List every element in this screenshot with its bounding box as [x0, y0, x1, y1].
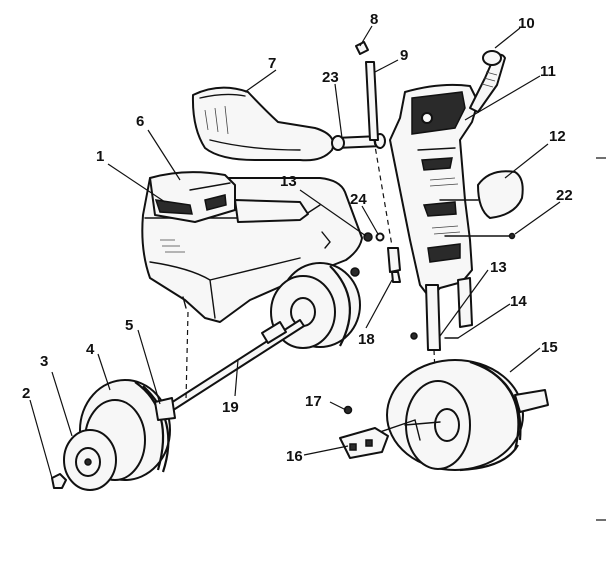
callout-5: 5 — [125, 317, 133, 334]
callout-9: 9 — [400, 47, 408, 64]
callout-2: 2 — [22, 385, 30, 402]
reflector — [439, 170, 524, 219]
callout-11: 11 — [540, 63, 556, 80]
callout-15: 15 — [541, 339, 558, 356]
handle-grip — [469, 50, 506, 113]
callout-6: 6 — [136, 113, 144, 130]
steering-fork-housing — [389, 83, 479, 299]
callout-7: 7 — [268, 55, 276, 72]
callout-13-lower: 13 — [490, 259, 507, 276]
callouts: 1 2 3 4 5 6 7 8 9 10 11 12 13 13 14 15 1… — [22, 11, 573, 465]
callout-16: 16 — [286, 448, 303, 465]
leader-lines — [29, 25, 561, 479]
callout-8: 8 — [370, 11, 378, 28]
seat-bolt — [331, 133, 386, 151]
callout-18: 18 — [358, 331, 375, 348]
callout-14: 14 — [510, 293, 527, 310]
callout-13-upper: 13 — [280, 173, 297, 190]
hardware — [363, 232, 516, 340]
callout-17: 17 — [305, 393, 322, 410]
callout-19: 19 — [222, 399, 239, 416]
callout-23: 23 — [322, 69, 339, 86]
axle-nut — [51, 473, 67, 489]
callout-24: 24 — [350, 191, 367, 208]
callout-22: 22 — [556, 187, 573, 204]
callout-12: 12 — [549, 128, 566, 145]
front-wheel — [386, 359, 549, 472]
callout-10: 10 — [518, 15, 535, 32]
callout-4: 4 — [86, 341, 95, 358]
seat — [191, 86, 335, 162]
pedal-crank — [339, 405, 421, 459]
callout-1: 1 — [96, 148, 104, 165]
edge-marks — [596, 157, 606, 521]
hub-cap — [63, 429, 117, 491]
callout-3: 3 — [40, 353, 48, 370]
rear-cover — [149, 171, 309, 223]
steering-pin — [355, 41, 393, 247]
